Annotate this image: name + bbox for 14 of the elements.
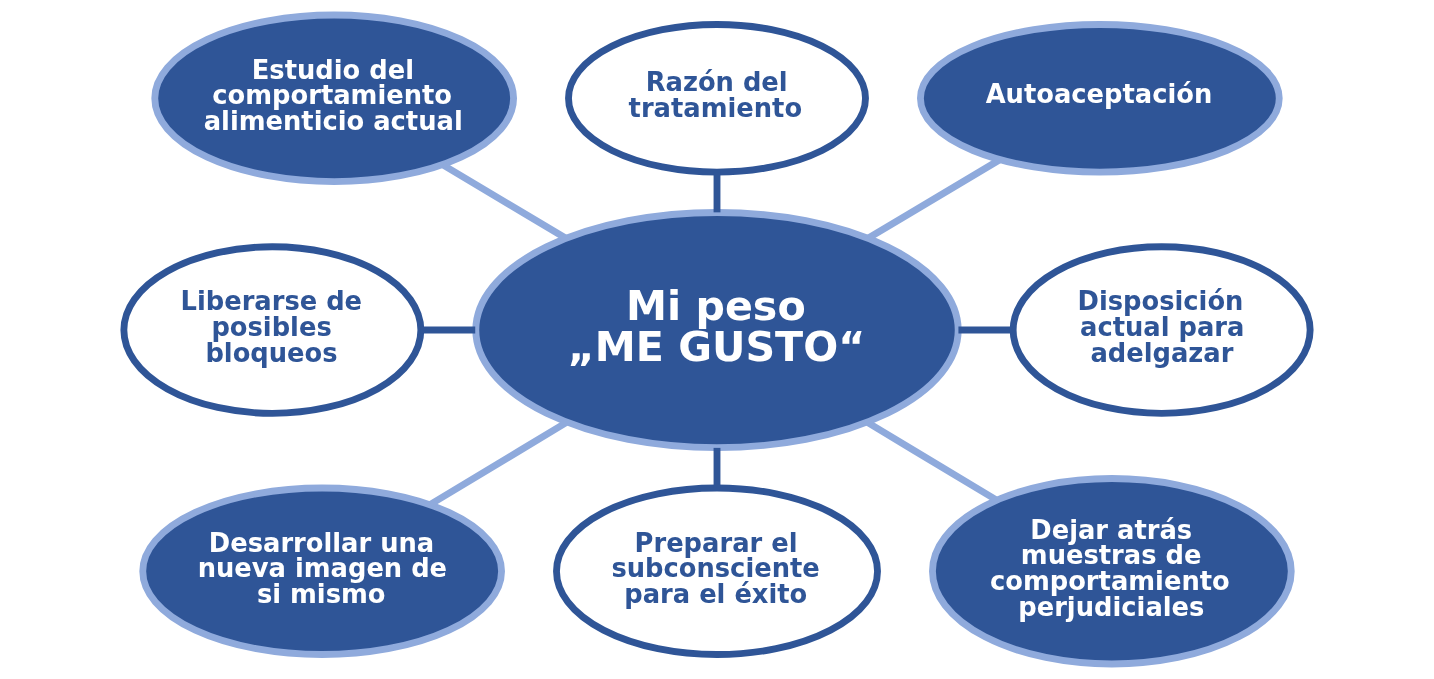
connector: [958, 326, 1013, 334]
node-ellipse: Razón del tratamiento: [565, 21, 869, 176]
node-ellipse: Desarrollar una nueva imagen de si mismo: [139, 484, 505, 658]
node-ellipse: Disposición actual para adelgazar: [1009, 243, 1314, 417]
connector: [713, 447, 721, 488]
node-ellipse: Autoaceptación: [917, 21, 1283, 176]
connector: [420, 326, 476, 334]
node-ellipse: Mi peso „ME GUSTO“: [472, 209, 962, 452]
node-ellipse: Preparar el subconsciente para el éxito: [553, 484, 881, 658]
node-ellipse: Dejar atrás muestras de comportamiento perjudiciales: [929, 475, 1295, 668]
node-ellipse: Estudio del comportamiento alimenticio actual: [151, 11, 517, 185]
node-ellipse: Liberarse de posibles bloqueos: [120, 243, 425, 417]
connector: [865, 419, 999, 503]
connector: [713, 172, 721, 213]
